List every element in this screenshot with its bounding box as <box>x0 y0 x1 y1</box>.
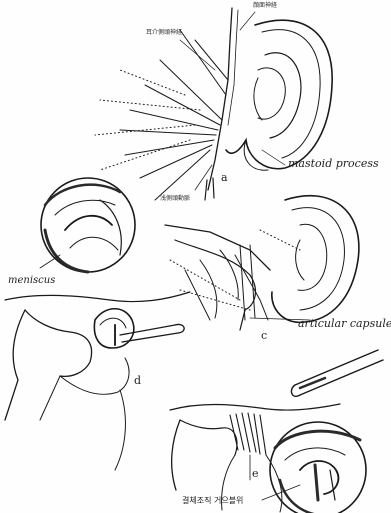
label-articular-capsule: articular capsule <box>298 318 391 329</box>
panel-c-capsule-drawing <box>165 196 359 330</box>
capsule-inset-circle <box>262 422 366 513</box>
probe-tool-drawing <box>291 350 383 396</box>
panel-letter-a: a <box>221 172 228 183</box>
label-bottom-small: 浅側頭動脈 <box>160 196 190 202</box>
panel-letter-e: e <box>252 468 259 479</box>
panel-a-ear-drawing <box>95 8 332 200</box>
label-korean-annotation: 결체조직 거으블위 <box>182 497 243 505</box>
label-top-small: 顔面神経 <box>253 3 277 9</box>
panel-letter-d: d <box>134 375 141 386</box>
label-meniscus: meniscus <box>8 276 55 286</box>
panel-d-joint-drawing <box>5 292 190 470</box>
panel-letter-c: c <box>261 330 267 341</box>
label-mastoid-process: mastoid process <box>288 158 379 169</box>
meniscus-inset-circle <box>40 178 135 272</box>
label-top-left-small: 耳介側頭神経 <box>146 30 182 36</box>
